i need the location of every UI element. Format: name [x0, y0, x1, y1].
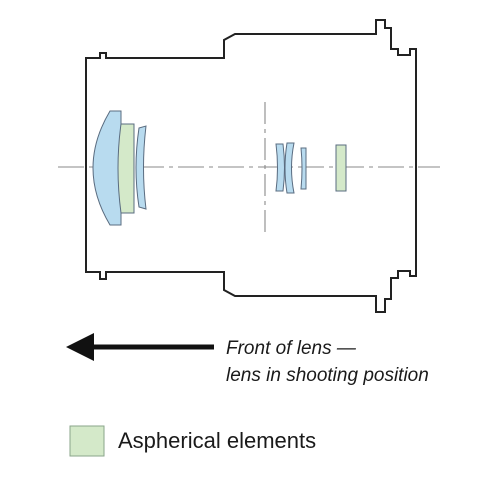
rear-element-1 — [275, 143, 285, 192]
rear-element-3 — [300, 147, 307, 190]
rear-aspherical-element — [335, 144, 347, 192]
front-thin-element — [135, 125, 147, 210]
caption-shooting-position: lens in shooting position — [226, 365, 429, 386]
lens-barrel-outline — [85, 19, 417, 313]
caption-front-of-lens: Front of lens — — [226, 338, 356, 359]
left-arrow-icon — [66, 333, 214, 361]
rear-element-2 — [284, 142, 295, 194]
front-meniscus-element — [92, 110, 122, 226]
front-aspherical-element — [117, 123, 135, 214]
legend-swatch-aspherical — [69, 425, 105, 457]
legend-label-aspherical: Aspherical elements — [118, 428, 317, 453]
